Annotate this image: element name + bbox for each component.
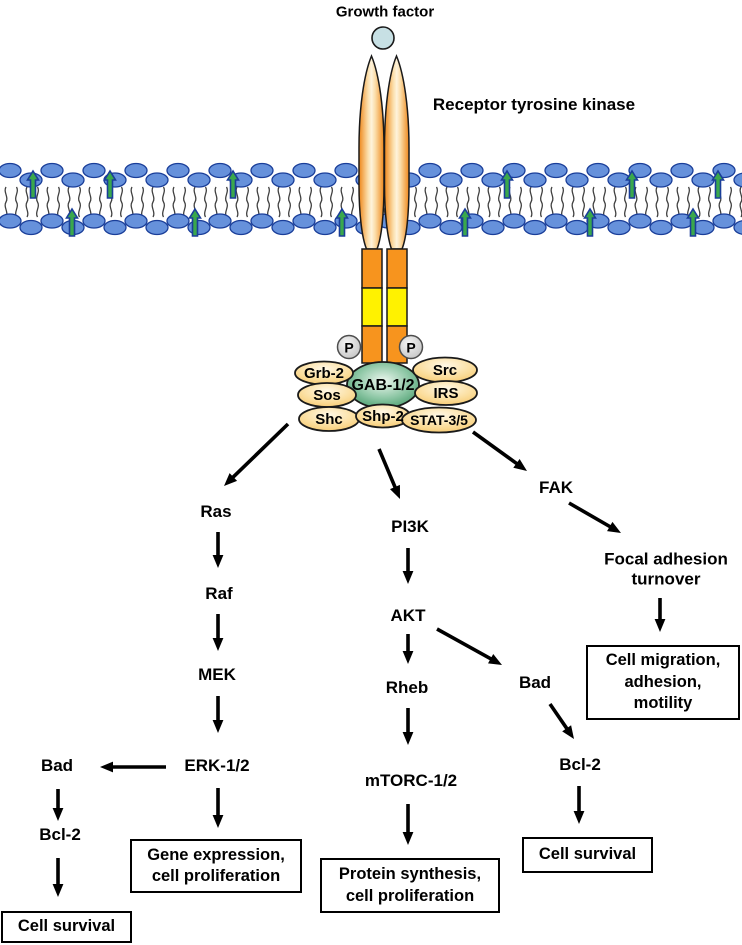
phosphate-left-label: P — [344, 340, 353, 356]
shc-label: Shc — [315, 411, 343, 428]
node-focal-adhesion: Focal adhesion turnover — [581, 549, 742, 588]
node-mtorc: mTORC-1/2 — [364, 771, 458, 791]
box-cell-survival-left-label: Cell survival — [17, 917, 116, 936]
box-cell-migration-line1: Cell migration, — [605, 651, 721, 670]
box-cell-survival-right-label: Cell survival — [538, 845, 637, 864]
box-cell-survival-right: Cell survival — [522, 837, 653, 873]
growth-factor-ligand — [371, 26, 395, 50]
box-cell-migration-line2: adhesion, — [624, 672, 702, 691]
node-mek: MEK — [198, 665, 236, 685]
label-receptor-tyrosine-kinase: Receptor tyrosine kinase — [432, 95, 636, 115]
node-akt: AKT — [390, 606, 426, 626]
box-protein-synthesis-line2: cell proliferation — [345, 886, 475, 905]
receptor-extracellular-domains — [358, 54, 410, 250]
sos-label: Sos — [313, 387, 341, 404]
node-fak: FAK — [539, 478, 573, 498]
grb2-label: Grb-2 — [304, 365, 344, 382]
box-gene-expression: Gene expression, cell proliferation — [130, 839, 302, 893]
src-label: Src — [433, 362, 457, 379]
node-focal-adhesion-line1: Focal adhesion — [604, 549, 728, 569]
phosphate-right: P — [398, 334, 424, 360]
node-ras: Ras — [200, 502, 232, 522]
node-pi3k: PI3K — [391, 517, 429, 537]
node-bcl2-right: Bcl-2 — [559, 755, 601, 775]
adapter-complex: Grb-2 Sos Shc GAB-1/2 Shp-2 Src IRS STAT… — [294, 356, 478, 434]
box-protein-synthesis-line1: Protein synthesis, — [338, 865, 482, 884]
node-focal-adhesion-line2: turnover — [631, 569, 701, 588]
node-bad-left: Bad — [40, 756, 74, 776]
box-cell-migration-line3: motility — [633, 694, 693, 713]
phosphate-right-label: P — [406, 340, 415, 356]
phosphate-left: P — [336, 334, 362, 360]
box-cell-migration: Cell migration, adhesion, motility — [586, 645, 740, 720]
irs-label: IRS — [433, 385, 458, 402]
label-growth-factor: Growth factor — [335, 3, 435, 21]
node-raf: Raf — [205, 584, 233, 604]
receptor-kinase-domains — [361, 248, 408, 364]
box-gene-expression-line1: Gene expression, — [147, 845, 285, 864]
irs-oval — [414, 380, 478, 406]
shp2-label: Shp-2 — [362, 408, 404, 425]
stat-label: STAT-3/5 — [410, 412, 468, 428]
pathway-arrows — [52, 422, 666, 897]
node-bad-right: Bad — [518, 673, 552, 693]
stat-oval — [401, 406, 477, 434]
node-erk: ERK-1/2 — [184, 756, 250, 776]
node-bcl2-left: Bcl-2 — [39, 825, 81, 845]
gab-label: GAB-1/2 — [351, 377, 414, 394]
box-protein-synthesis: Protein synthesis, cell proliferation — [320, 858, 500, 913]
node-rheb: Rheb — [385, 678, 429, 698]
box-cell-survival-left: Cell survival — [1, 911, 132, 943]
box-gene-expression-line2: cell proliferation — [151, 867, 281, 885]
